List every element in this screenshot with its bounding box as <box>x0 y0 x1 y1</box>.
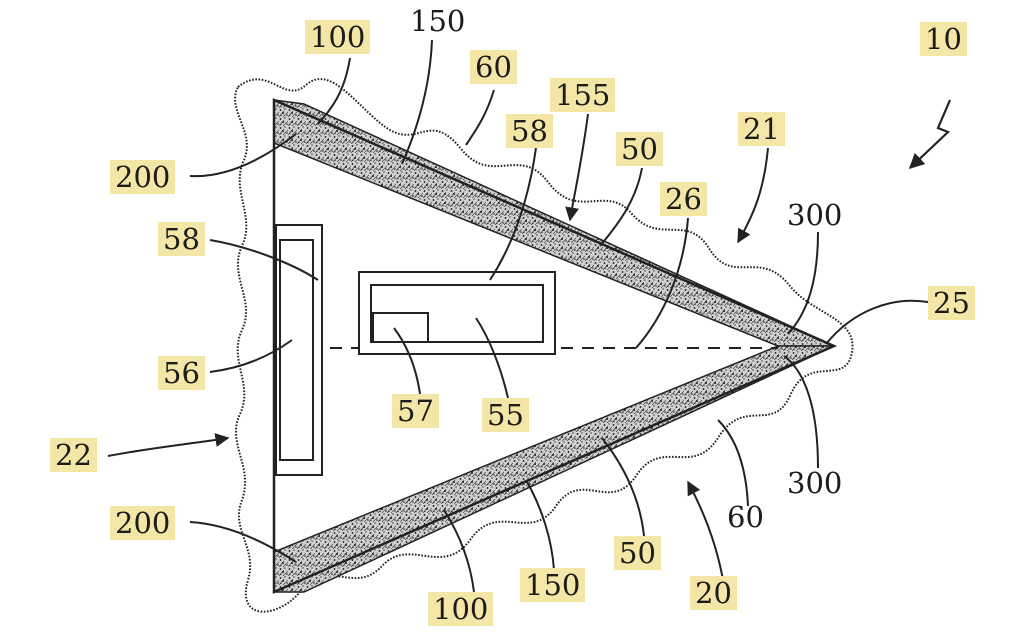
lightning-arrow-icon <box>908 99 952 170</box>
leader-22 <box>107 433 230 457</box>
label-60-top: 60 <box>470 50 517 84</box>
leader-60-top <box>465 89 495 146</box>
label-100-bottom: 100 <box>428 592 494 626</box>
label-58-left: 58 <box>158 222 205 256</box>
label-21: 21 <box>738 112 785 146</box>
leader-58-center <box>489 147 537 281</box>
label-150-bottom: 150 <box>520 568 586 602</box>
label-22: 22 <box>50 438 97 472</box>
label-57: 57 <box>392 394 439 428</box>
wavy-envelope-outline <box>234 78 854 613</box>
label-300-top: 300 <box>787 198 843 232</box>
leader-60-bottom <box>717 419 749 507</box>
label-60-bottom: 60 <box>727 500 764 534</box>
leader-150-bottom <box>525 479 555 571</box>
leader-300-bottom <box>783 355 819 469</box>
label-50-bottom: 50 <box>614 536 661 570</box>
leader-150-top <box>401 39 433 165</box>
leader-57 <box>393 327 421 395</box>
label-300-bottom: 300 <box>787 466 843 500</box>
label-200-bottom: 200 <box>110 506 176 540</box>
leader-155 <box>565 113 589 222</box>
label-50-top: 50 <box>616 132 663 166</box>
label-58-center: 58 <box>506 114 553 148</box>
leader-25 <box>825 299 929 345</box>
leader-200-bottom <box>189 521 297 563</box>
leader-lines <box>107 39 929 593</box>
leader-300-top <box>787 231 819 335</box>
leader-100-bottom <box>443 509 475 593</box>
leader-21 <box>737 147 769 244</box>
label-200-top: 200 <box>110 160 176 194</box>
leader-26 <box>635 217 689 349</box>
triangle-body-outline <box>272 98 838 594</box>
leader-55 <box>475 317 509 399</box>
label-20: 20 <box>690 576 737 610</box>
leader-50-top <box>599 167 643 247</box>
leader-56 <box>209 339 293 373</box>
label-10: 10 <box>920 22 967 56</box>
label-155: 155 <box>550 78 616 112</box>
label-55: 55 <box>482 398 529 432</box>
label-25: 25 <box>928 286 975 320</box>
leader-50-bottom <box>601 437 645 537</box>
leader-58-left <box>209 239 319 281</box>
leader-100-top <box>317 57 351 125</box>
label-56: 56 <box>158 356 205 390</box>
leader-20 <box>687 480 725 587</box>
label-100-top: 100 <box>305 20 371 54</box>
center-inner-box <box>370 284 544 343</box>
label-26: 26 <box>660 182 707 216</box>
label-150-top: 150 <box>410 4 466 38</box>
leader-200-top <box>189 133 297 178</box>
left-inner-panel <box>279 239 314 461</box>
center-small-box <box>372 312 429 343</box>
